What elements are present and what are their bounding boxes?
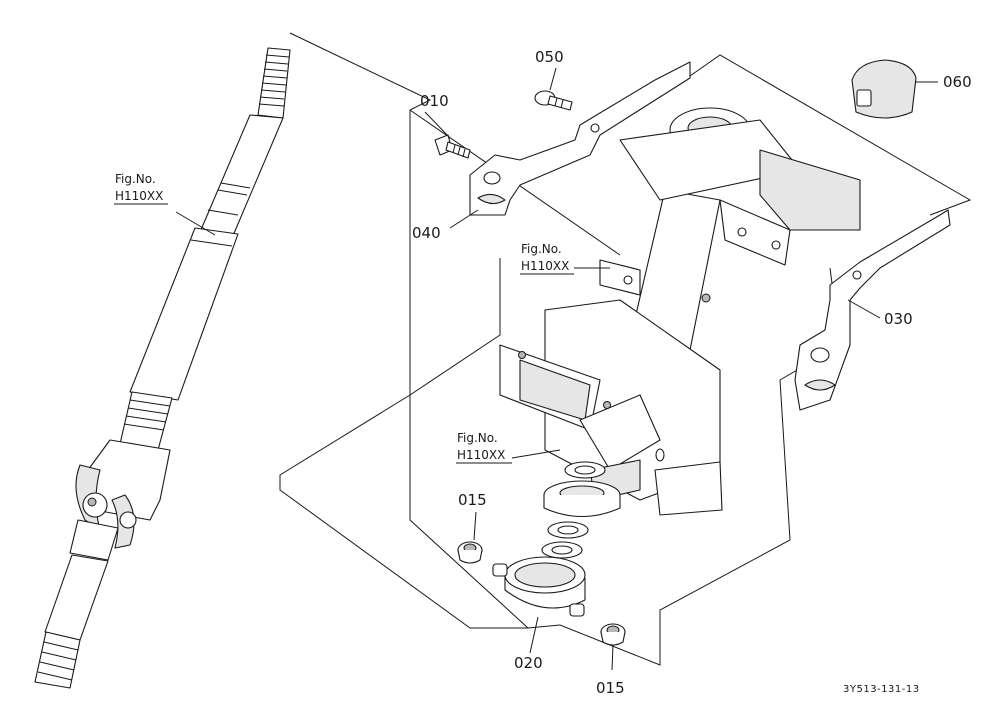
part-015-bushing-left [457, 541, 483, 564]
callout-030: 030 [884, 310, 913, 328]
callout-020: 020 [514, 654, 543, 672]
part-030-bracket-arm [794, 209, 951, 411]
column-tube [599, 107, 861, 351]
fig-ref-number: H110XX [115, 189, 163, 203]
fig-ref-number: H110XX [521, 259, 569, 273]
steering-shaft [34, 47, 291, 689]
part-050-bolt [534, 90, 573, 111]
fig-ref-label: Fig.No. [521, 242, 562, 256]
callout-050: 050 [535, 48, 564, 66]
part-020-collar [492, 556, 586, 617]
part-010-bolt [434, 134, 471, 159]
part-040-bracket-arm [469, 61, 691, 216]
callout-010: 010 [420, 92, 449, 110]
callout-015-left: 015 [458, 491, 487, 509]
callout-060: 060 [943, 73, 972, 91]
drawing-code: 3Y513-131-13 [843, 684, 920, 695]
part-060-knob [851, 59, 917, 119]
fig-ref-label: Fig.No. [457, 431, 498, 445]
callout-labels: 010 050 060 040 030 015 020 015 [412, 48, 972, 697]
fig-ref-shaft: Fig.No. H110XX [114, 172, 168, 205]
fig-ref-label: Fig.No. [115, 172, 156, 186]
callout-015-bottom: 015 [596, 679, 625, 697]
callout-040: 040 [412, 224, 441, 242]
lower-bracket [499, 299, 723, 516]
leader-lines [175, 67, 938, 671]
part-015-bushing-right [600, 623, 626, 646]
bearing-stack [541, 461, 621, 559]
fig-ref-number: H110XX [457, 448, 505, 462]
fig-ref-clamp: Fig.No. H110XX [520, 242, 574, 275]
fig-ref-bearing: Fig.No. H110XX [456, 431, 512, 464]
